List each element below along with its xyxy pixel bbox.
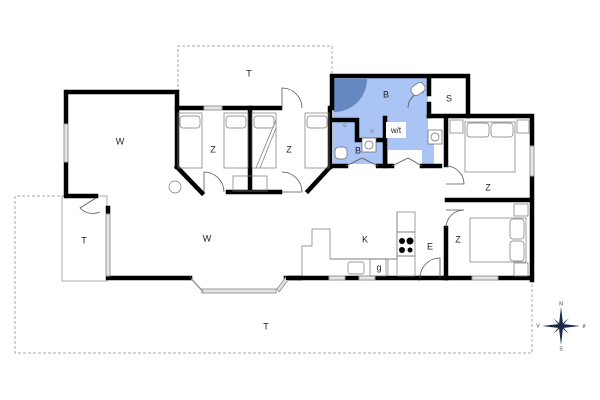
window-bedroom1 — [203, 105, 223, 111]
door-bedroom2 — [281, 171, 303, 193]
label-terrace-south: T — [263, 321, 269, 331]
door-terrace-west — [79, 197, 101, 214]
bed-2a-fold2 — [259, 127, 277, 169]
shower-corner — [334, 79, 367, 112]
window-terrace-west — [105, 213, 111, 277]
bay-corner-left — [188, 276, 193, 281]
windows — [63, 105, 535, 294]
kitchen-counter-right — [396, 255, 416, 277]
toilet-main — [410, 82, 426, 96]
sink-main-basin — [430, 132, 440, 142]
window-kitchen-2 — [358, 275, 376, 281]
compass-star-icon — [542, 307, 580, 345]
round-table — [168, 180, 182, 194]
bathroom-fixtures — [334, 82, 443, 160]
label-bedroom-4: Z — [455, 234, 461, 244]
pillow-2a — [253, 115, 275, 129]
room-labels: T W Z Z B B w/t S Z Z W K g E T T — [81, 68, 491, 331]
pillow-2b — [306, 115, 328, 129]
walls — [63, 73, 535, 283]
label-living-north: W — [116, 136, 125, 146]
bed-3 — [464, 121, 516, 173]
nightstand-3a — [449, 119, 464, 134]
label-storage: S — [446, 93, 452, 103]
pillow-3b — [490, 122, 514, 138]
door-bedroom1 — [203, 171, 225, 193]
stove-burners — [399, 237, 414, 253]
terrace-north-outline — [177, 45, 333, 102]
nightstand-3b — [516, 119, 530, 134]
drain-2 — [370, 129, 374, 133]
pillow-3a — [466, 122, 490, 138]
nightstand-1 — [232, 175, 268, 192]
kitchen-stove — [396, 231, 416, 257]
wall-living-north — [63, 89, 206, 199]
label-bathroom-main: B — [383, 89, 389, 99]
compass-w: V — [536, 323, 540, 329]
burner-4 — [407, 247, 413, 253]
kitchen-sink — [347, 261, 365, 275]
label-bedroom-3: Z — [485, 182, 491, 192]
pillow-4b — [509, 240, 525, 262]
bed-2b — [304, 112, 330, 169]
wall-bedroom2-diag — [304, 163, 334, 195]
washer-dryer-box — [386, 122, 406, 138]
burner-2 — [406, 237, 414, 245]
window-bay — [201, 288, 277, 294]
label-bathroom-small: B — [355, 145, 361, 155]
nightstand-4a — [513, 203, 529, 217]
door-terrace-north — [281, 87, 303, 109]
label-kitchen: K — [362, 234, 368, 244]
bed-2a-fold — [255, 119, 277, 169]
nightstand-4b — [513, 262, 529, 277]
bed-1a — [177, 112, 203, 169]
kitchen-counter — [301, 212, 398, 276]
door-bedroom4 — [445, 209, 465, 229]
label-bedroom-2: Z — [286, 144, 292, 154]
compass-s: S — [559, 346, 563, 352]
wall-south-west — [105, 205, 193, 281]
window-bay-left — [189, 276, 204, 293]
label-bedroom-1: Z — [210, 144, 216, 154]
label-terrace-west: T — [81, 235, 87, 245]
bed-4 — [469, 217, 527, 263]
kitchen-tall-unit — [396, 211, 416, 233]
compass-e: ø — [582, 323, 585, 329]
pillow-4a — [509, 218, 525, 240]
bay-wall — [188, 276, 290, 281]
burner-1 — [399, 238, 405, 244]
bed-2a — [251, 112, 277, 169]
window-kitchen-1 — [328, 275, 346, 281]
pillow-1b — [225, 115, 247, 129]
drain-1 — [343, 123, 347, 127]
toilet-small — [334, 146, 348, 160]
label-living-main: W — [203, 233, 212, 243]
door-small-bath — [345, 157, 379, 167]
door-entrance — [419, 257, 441, 279]
compass-n: N — [559, 301, 563, 307]
compass-rose: N S V ø — [536, 301, 585, 352]
pillow-1a — [179, 115, 201, 129]
window-bedroom4 — [471, 275, 499, 281]
label-entrance: E — [427, 241, 433, 251]
door-bedroom3 — [445, 165, 465, 185]
bed-1b — [223, 112, 249, 169]
label-washer-dryer: w/t — [390, 126, 402, 135]
label-dishwasher: g — [376, 262, 381, 272]
terrace-south-outline — [14, 195, 533, 354]
wall-bathroom-outer — [329, 73, 535, 283]
sink-small-basin — [364, 140, 374, 150]
wall-bedroom1-diag — [173, 163, 206, 197]
dishwasher-unit — [369, 258, 387, 277]
window-living-west — [63, 123, 69, 163]
label-terrace-north: T — [246, 68, 252, 78]
furniture — [168, 112, 530, 277]
window-bedroom3 — [529, 145, 535, 177]
door-main-bath — [391, 157, 423, 167]
burner-3 — [399, 247, 405, 253]
